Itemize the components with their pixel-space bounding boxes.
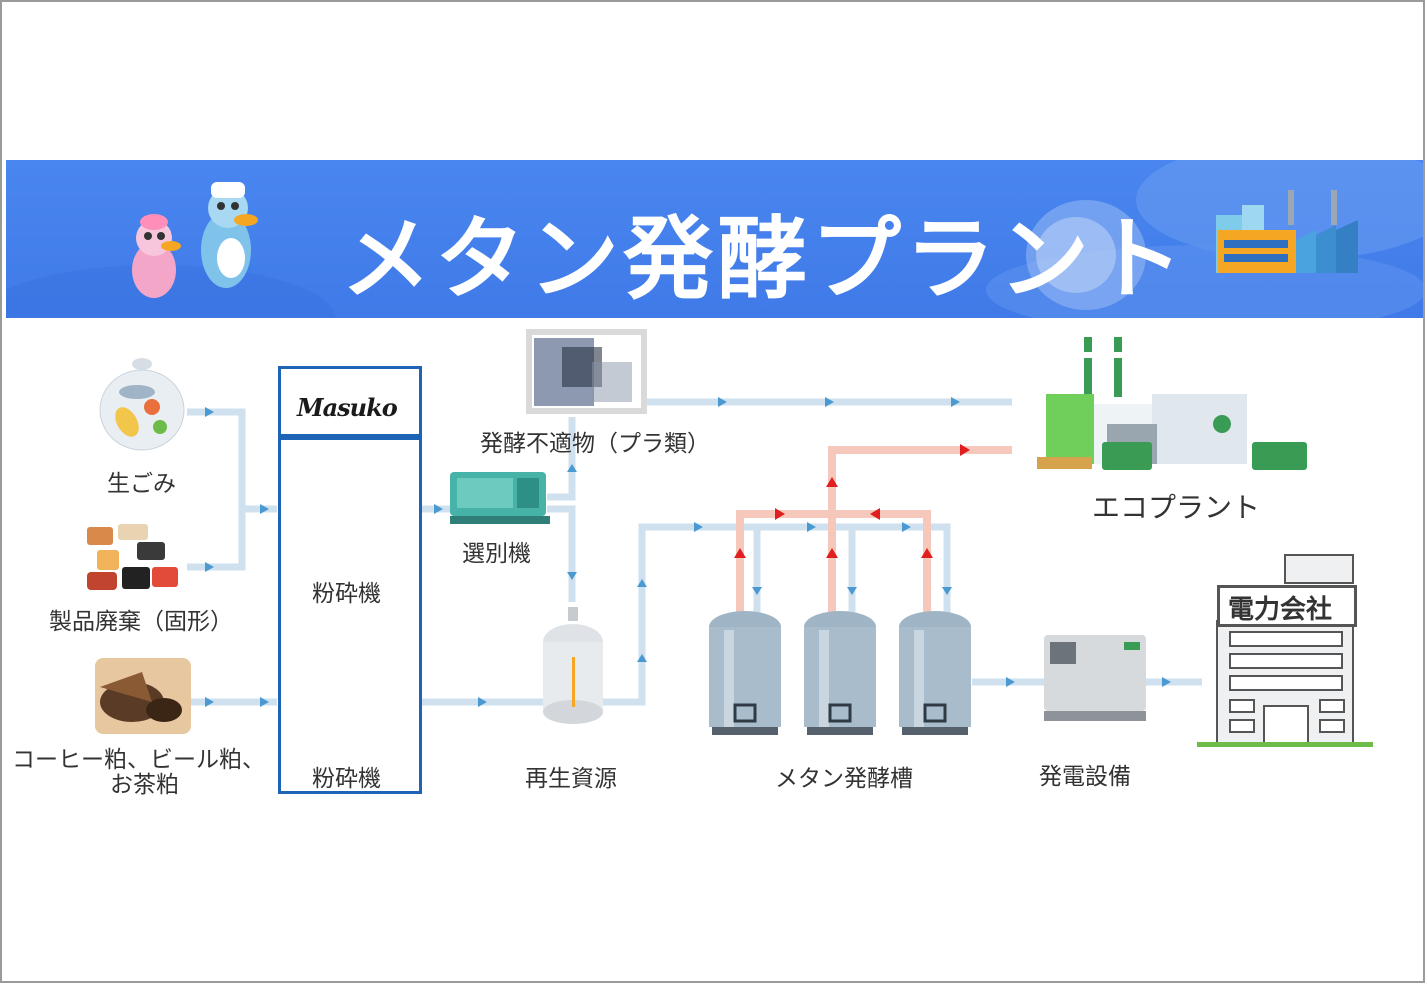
generator-icon	[1044, 635, 1146, 721]
label-methane-tank: メタン発酵槽	[775, 766, 913, 792]
product-waste-icon	[87, 524, 178, 590]
label-sorter: 選別機	[462, 541, 531, 567]
methane-tank-icon	[709, 611, 781, 735]
masuko-logo: Masuko	[297, 393, 398, 422]
factory-icon	[1216, 190, 1358, 273]
logo-band	[281, 434, 419, 440]
raw-garbage-icon	[99, 358, 185, 451]
coffee-grounds-icon	[95, 658, 191, 734]
label-coffee-line1: コーヒー粕、ビール粕、	[12, 747, 265, 773]
label-generator: 発電設備	[1039, 764, 1131, 790]
mascot-icon	[132, 182, 258, 298]
methane-tanks	[709, 611, 971, 735]
title-banner: メタン発酵プラント	[6, 160, 1423, 318]
label-coffee-line2: お茶粕	[110, 772, 179, 798]
eco-plant-icon	[1037, 337, 1307, 470]
grinder-box: Masuko	[278, 366, 422, 794]
label-unsuitable: 発酵不適物（プラ類）	[480, 431, 710, 457]
label-raw-garbage: 生ごみ	[107, 471, 176, 497]
recycled-tank-icon	[543, 607, 603, 724]
gas-arrows	[734, 444, 970, 558]
methane-tank-icon	[899, 611, 971, 735]
label-power-company: 電力会社	[1228, 595, 1333, 625]
sorter-icon	[450, 472, 550, 524]
methane-tank-icon	[804, 611, 876, 735]
banner-decoration	[6, 160, 1423, 318]
label-eco-plant: エコプラント	[1092, 491, 1261, 524]
power-company-sign: 電力会社	[1217, 585, 1357, 627]
label-grinder-2: 粉砕機	[312, 766, 381, 792]
banner-title: メタン発酵プラント	[341, 207, 1187, 312]
flow-arrows	[205, 397, 1171, 707]
power-building-icon	[1197, 554, 1373, 747]
plastics-photo	[526, 329, 647, 414]
label-recycled: 再生資源	[525, 766, 617, 792]
gas-pipes	[736, 446, 1012, 617]
label-product-waste: 製品廃棄（固形）	[49, 609, 233, 635]
label-grinder-1: 粉砕機	[312, 581, 381, 607]
